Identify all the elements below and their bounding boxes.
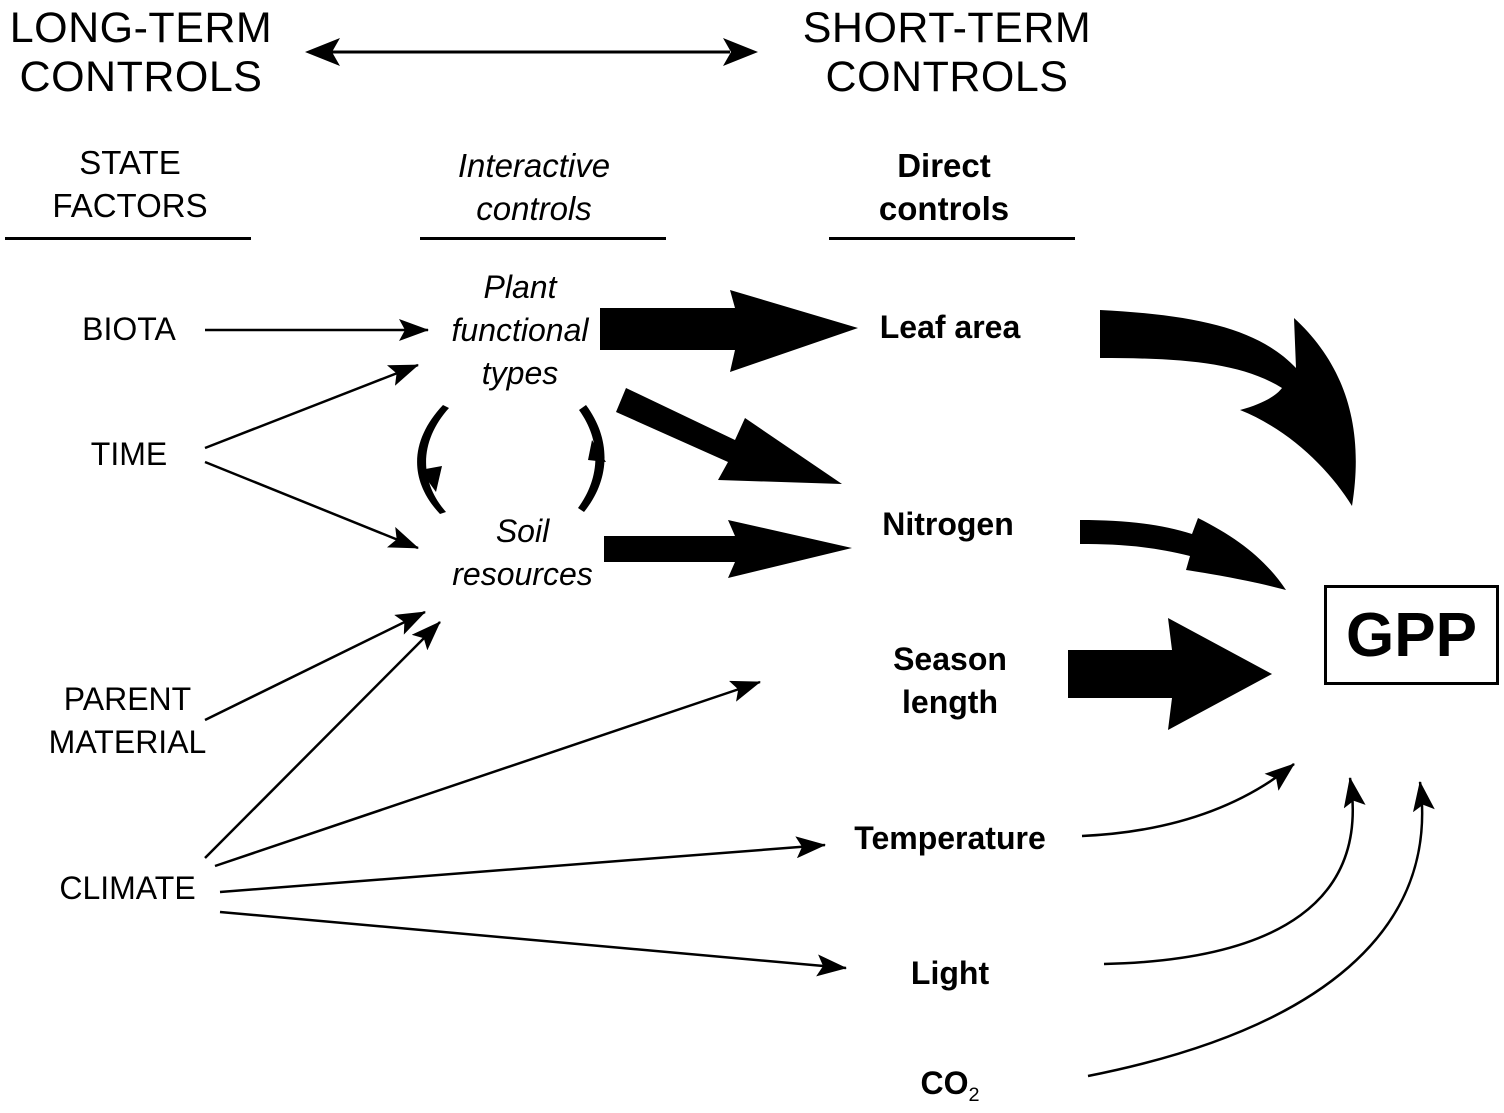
arrow-time-to-soil-resources xyxy=(204,460,419,550)
state-factor-time: TIME xyxy=(90,436,168,472)
nitrogen-label: Nitrogen xyxy=(882,506,1014,542)
curved-arrow-leaf-area-to-gpp xyxy=(1100,310,1356,506)
direct-controls-heading: Direct controls xyxy=(878,147,1010,227)
soil-resources-label: Soil resources xyxy=(452,513,593,593)
feedback-arrow-right xyxy=(578,405,605,512)
state-factor-biota: BIOTA xyxy=(82,311,176,347)
season-length-label: Season length xyxy=(893,641,1007,721)
feedback-arrow-left xyxy=(417,405,449,514)
temperature-label: Temperature xyxy=(854,820,1046,856)
co2-label: CO2 xyxy=(880,1062,1020,1109)
plant-functional-types-label: Plant functional types xyxy=(451,269,589,392)
thick-arrow-plant-types-to-nitrogen xyxy=(616,388,842,484)
direct-controls-underline xyxy=(829,237,1075,240)
thick-arrow-plant-types-to-leaf-area xyxy=(600,290,858,372)
curved-arrow-light-to-gpp xyxy=(1103,777,1366,966)
interactive-controls-underline xyxy=(420,237,666,240)
arrow-climate-to-temperature xyxy=(219,836,826,894)
co2-subscript: 2 xyxy=(968,1083,980,1106)
arrow-climate-to-light xyxy=(219,910,847,977)
light-label: Light xyxy=(910,955,990,991)
state-factor-parent-material: PARENT MATERIAL xyxy=(48,681,207,761)
state-factors-heading: STATE FACTORS xyxy=(52,144,208,224)
arrow-climate-to-soil xyxy=(204,621,441,859)
state-factor-climate: CLIMATE xyxy=(59,870,196,906)
gpp-label: GPP xyxy=(1346,600,1477,670)
feedback-arrow-left-head xyxy=(420,466,442,492)
long-term-controls-heading: LONG-TERM CONTROLS xyxy=(9,4,273,101)
gpp-box: GPP xyxy=(1324,585,1499,685)
curved-arrow-temperature-to-gpp xyxy=(1081,763,1295,838)
interactive-controls-heading: Interactive controls xyxy=(457,147,611,227)
feedback-arrow-right-head xyxy=(588,440,606,462)
arrow-parent-material-to-soil xyxy=(204,610,426,722)
long-short-double-arrow xyxy=(305,38,758,66)
leaf-area-label: Leaf area xyxy=(879,309,1021,345)
arrow-climate-to-season-length xyxy=(214,680,761,868)
curved-arrow-co2-to-gpp xyxy=(1087,781,1435,1078)
curved-arrow-nitrogen-to-gpp xyxy=(1080,518,1286,590)
thick-arrow-soil-to-nitrogen xyxy=(604,520,852,578)
thick-arrow-season-length-to-gpp xyxy=(1068,618,1272,730)
state-factors-underline xyxy=(5,237,251,240)
short-term-controls-heading: SHORT-TERM CONTROLS xyxy=(802,4,1092,101)
co2-text: CO xyxy=(920,1065,969,1101)
arrow-time-to-plant-types xyxy=(204,363,419,450)
